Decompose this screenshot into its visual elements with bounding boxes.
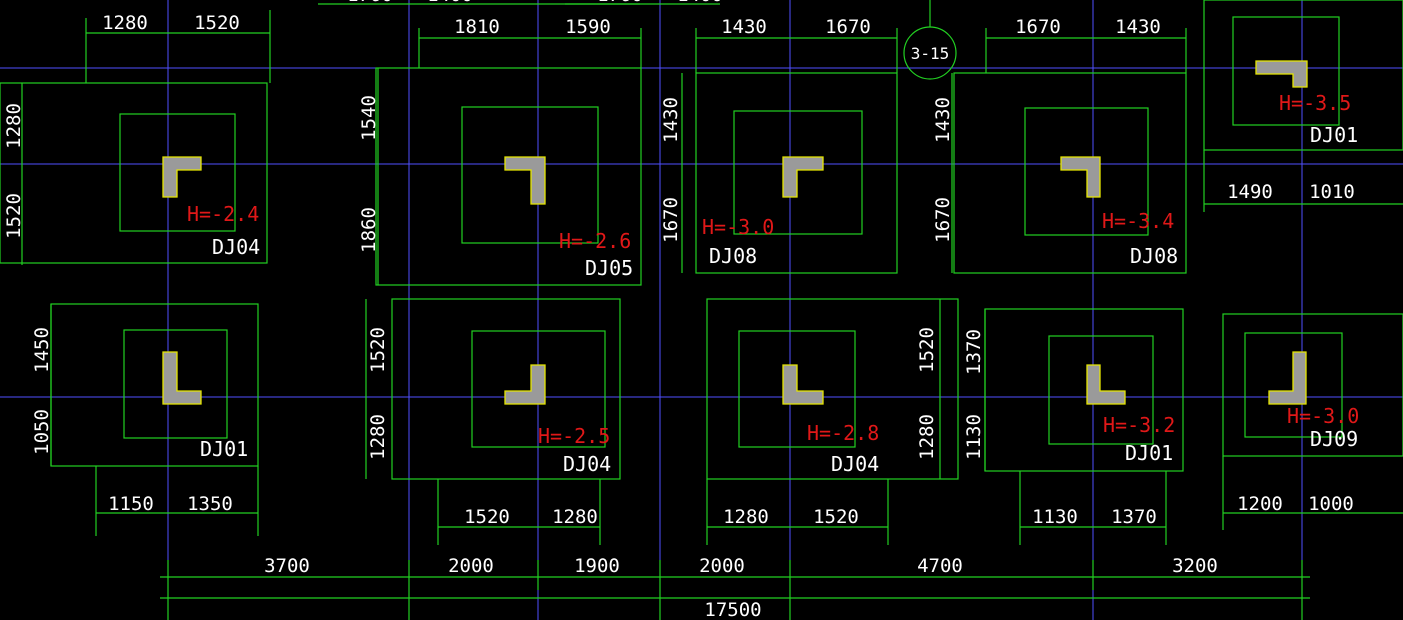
footing-id: DJ04 <box>563 452 611 476</box>
dim: 1370 <box>963 329 985 375</box>
footing-id: DJ05 <box>585 256 633 280</box>
footing-elev: H=-2.6 <box>559 229 631 253</box>
dim: 2000 <box>699 555 745 577</box>
footing-elev: H=-3.0 <box>702 215 774 239</box>
footing-8[interactable]: H=-2.8 DJ04 1280 1520 1520 1280 <box>706 298 959 545</box>
dim: 1670 <box>1015 16 1061 38</box>
dim: 1350 <box>187 493 233 515</box>
dim: 1280 <box>367 414 389 460</box>
dim: 1590 <box>565 16 611 38</box>
dim: 1130 <box>963 414 985 460</box>
dim: 1010 <box>1309 181 1355 203</box>
footing-10[interactable]: H=-3.0 DJ09 1200 1000 <box>1222 313 1403 530</box>
dim: 1670 <box>825 16 871 38</box>
dim: 1490 <box>1227 181 1273 203</box>
footing-2[interactable]: H=-2.6 DJ05 1810 1590 1540 1860 <box>358 16 642 286</box>
dim: 1520 <box>464 506 510 528</box>
footing-id: DJ04 <box>831 452 879 476</box>
dim: 3700 <box>264 555 310 577</box>
dim: 1000 <box>1308 493 1354 515</box>
footing-elev: H=-3.4 <box>1102 209 1174 233</box>
dim: 1520 <box>3 193 25 239</box>
dim: 1860 <box>358 207 380 253</box>
dim: 1810 <box>454 16 500 38</box>
dim: 1450 <box>31 327 53 373</box>
grid-tag: 3-15 <box>903 0 957 80</box>
dim: 1370 <box>1111 506 1157 528</box>
footing-id: DJ04 <box>212 235 260 259</box>
dim: 3200 <box>1172 555 1218 577</box>
footing-id: DJ08 <box>1130 244 1178 268</box>
dim: 1050 <box>31 409 53 455</box>
dim: 1150 <box>108 493 154 515</box>
footing-id: DJ09 <box>1310 427 1358 451</box>
footing-7[interactable]: H=-2.5 DJ04 1520 1280 1520 1280 <box>365 298 621 545</box>
footing-id: DJ01 <box>1310 123 1358 147</box>
dim: 1430 <box>721 16 767 38</box>
footing-elev: H=-3.5 <box>1279 91 1351 115</box>
dim: 1760 <box>347 0 393 6</box>
dim: 1200 <box>1237 493 1283 515</box>
footing-elev: H=-3.2 <box>1103 413 1175 437</box>
dim: 1670 <box>932 197 954 243</box>
dim: 1520 <box>916 327 938 373</box>
dim: 1400 <box>677 0 723 6</box>
footing-elev: H=-3.0 <box>1287 404 1359 428</box>
bottom-dimension-chain: 3700 2000 1900 2000 4700 3200 17500 <box>160 555 1310 620</box>
footing-id: DJ01 <box>200 437 248 461</box>
grid-tag-label: 3-15 <box>911 44 950 63</box>
dim: 1280 <box>916 414 938 460</box>
footing-9[interactable]: H=-3.2 DJ01 1130 1370 1370 1130 <box>963 308 1184 545</box>
dim: 1400 <box>427 0 473 6</box>
footing-1[interactable]: H=-2.4 DJ04 1280 1520 1280 1520 <box>0 10 271 265</box>
dim: 4700 <box>917 555 963 577</box>
dim: 1520 <box>367 327 389 373</box>
footing-3[interactable]: H=-3.0 DJ08 1430 1670 1430 1670 <box>660 16 898 274</box>
dim: 1280 <box>552 506 598 528</box>
footing-6[interactable]: DJ01 1150 1350 1450 1050 <box>31 303 259 536</box>
total-dim: 17500 <box>704 599 761 620</box>
dim: 1520 <box>194 12 240 34</box>
dim: 1280 <box>723 506 769 528</box>
dim: 2000 <box>448 555 494 577</box>
dim: 1760 <box>597 0 643 6</box>
dim: 1130 <box>1032 506 1078 528</box>
dim: 1900 <box>574 555 620 577</box>
footing-elev: H=-2.5 <box>538 424 610 448</box>
dim: 1520 <box>813 506 859 528</box>
top-partial-dims: 1760 1400 1760 1400 <box>318 0 723 6</box>
footing-id: DJ08 <box>709 244 757 268</box>
footing-elev: H=-2.4 <box>187 202 259 226</box>
dim: 1280 <box>102 12 148 34</box>
dim: 1670 <box>660 197 682 243</box>
footing-5[interactable]: H=-3.5 DJ01 1490 1010 <box>1203 0 1403 212</box>
footing-id: DJ01 <box>1125 441 1173 465</box>
dim: 1430 <box>1115 16 1161 38</box>
dim: 1280 <box>3 103 25 149</box>
footing-4[interactable]: H=-3.4 DJ08 1670 1430 1430 1670 <box>932 16 1187 274</box>
dim: 1540 <box>358 95 380 141</box>
footing-elev: H=-2.8 <box>807 421 879 445</box>
dim: 1430 <box>660 97 682 143</box>
dim: 1430 <box>932 97 954 143</box>
